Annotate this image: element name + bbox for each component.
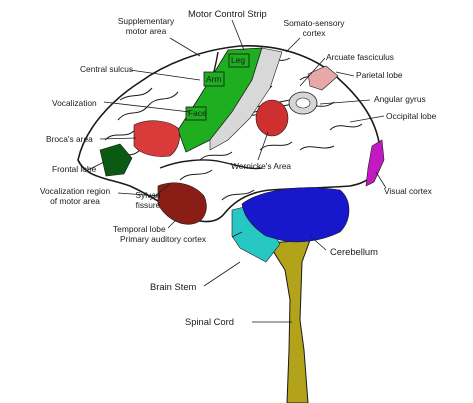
central-sulcus-label: Central sulcus xyxy=(80,64,133,74)
temporal-lobe-label: Temporal lobe xyxy=(113,224,166,234)
arcuate-fasciculus-label: Arcuate fasciculus xyxy=(326,52,394,62)
spinal-cord-label: Spinal Cord xyxy=(185,317,234,327)
vocalization-region-label: Vocalization region of motor area xyxy=(24,186,126,206)
occipital-lobe-label: Occipital lobe xyxy=(386,111,436,121)
vocalization-label: Vocalization xyxy=(52,98,97,108)
visual-cortex-label: Visual cortex xyxy=(384,186,432,196)
frontal-lobe-label: Frontal lobe xyxy=(52,164,96,174)
sylvan-fissure-label: Sylvan fissure xyxy=(130,190,166,210)
primary-auditory-cortex-label: Primary auditory cortex xyxy=(120,234,206,244)
angular-gyrus-label: Angular gyrus xyxy=(374,94,426,104)
somato-sensory-cortex-label: Somato-sensory cortex xyxy=(276,18,352,38)
face-label: Face xyxy=(188,108,207,118)
leg-label: Leg xyxy=(231,55,245,65)
brain-stem-label: Brain Stem xyxy=(150,282,196,292)
supplementary-motor-area-label: Supplementary motor area xyxy=(102,16,190,36)
wernickes-area-shape xyxy=(256,100,288,136)
wernickes-area-label: Wernicke's Area xyxy=(231,161,291,171)
arm-label: Arm xyxy=(206,74,221,84)
brocas-area-shape xyxy=(134,121,180,157)
cerebellum-label: Cerebellum xyxy=(330,247,378,257)
brocas-area-label: Broca's area xyxy=(46,134,93,144)
brain-stem-shape xyxy=(268,240,310,403)
parietal-lobe-label: Parietal lobe xyxy=(356,70,403,80)
motor-control-strip-label: Motor Control Strip xyxy=(188,9,267,19)
